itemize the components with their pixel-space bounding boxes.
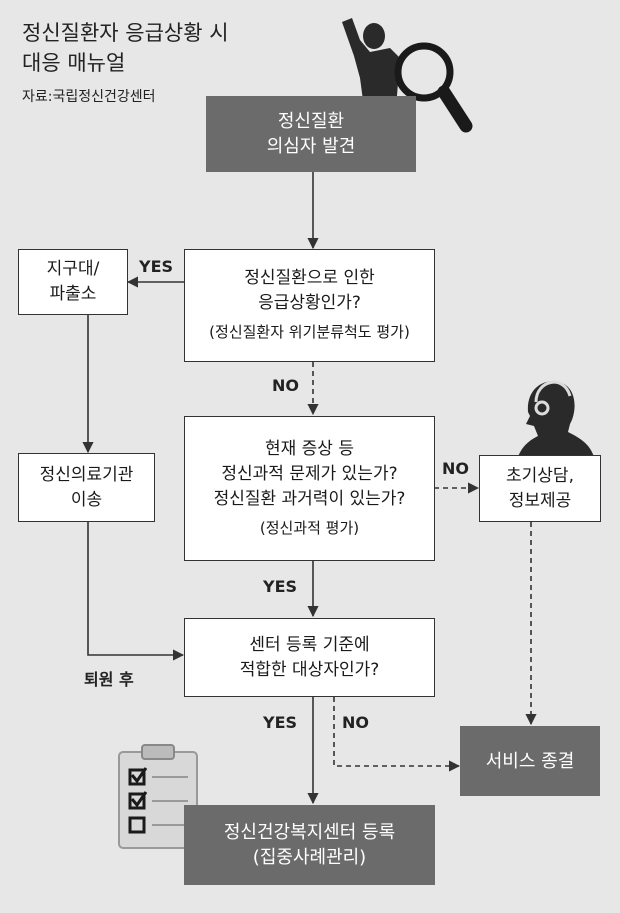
box-suspect-line-2: 의심자 발견 — [266, 136, 356, 157]
box-register-line-2: (집중사례관리) — [252, 847, 367, 868]
center-question-line-1: 센터 등록 기준에 — [249, 634, 370, 655]
box-end-service-label: 서비스 종결 — [485, 750, 575, 772]
emergency-question-line-2: 응급상황인가? — [258, 293, 361, 313]
box-end-service: 서비스 종결 — [460, 726, 600, 796]
box-police-line-2: 파출소 — [49, 284, 97, 304]
box-police: 지구대/ 파출소 — [18, 249, 128, 315]
edge-hospital-to-center — [87, 522, 185, 661]
box-hospital-line-2: 이송 — [70, 489, 103, 510]
box-emergency-question: 정신질환으로 인한 응급상황인가? (정신질환자 위기분류척도 평가) — [184, 249, 435, 362]
box-counsel-line-2: 정보제공 — [508, 490, 572, 511]
magnifier-icon — [394, 42, 473, 133]
box-hospital: 정신의료기관 이송 — [18, 453, 155, 522]
box-police-line-1: 지구대/ — [46, 259, 100, 279]
box-symptom-question: 현재 증상 등 정신과적 문제가 있는가? 정신질환 과거력이 있는가? (정신… — [184, 416, 435, 561]
title: 정신질환자 응급상황 시 대응 매뉴얼 — [22, 18, 229, 78]
emergency-question-line-1: 정신질환으로 인한 — [244, 268, 375, 288]
box-register: 정신건강복지센터 등록 (집중사례관리) — [184, 805, 435, 885]
symptom-question-line-1: 현재 증상 등 — [264, 438, 354, 459]
box-register-line-1: 정신건강복지센터 등록 — [223, 822, 396, 843]
title-line-2: 대응 매뉴얼 — [22, 51, 126, 75]
edge-center-to-end — [333, 697, 461, 772]
label-yes-register: YES — [263, 713, 298, 732]
label-yes-center: YES — [263, 577, 298, 596]
label-yes-police: YES — [139, 257, 174, 276]
symptom-question-line-3: 정신질환 과거력이 있는가? — [213, 488, 406, 509]
box-center-question: 센터 등록 기준에 적합한 대상자인가? — [184, 618, 435, 697]
headset-person-icon — [518, 380, 594, 457]
label-no-symptom: NO — [272, 376, 299, 395]
label-no-counsel: NO — [442, 459, 469, 478]
center-question-line-2: 적합한 대상자인가? — [239, 659, 380, 680]
box-suspect-line-1: 정신질환 — [277, 111, 345, 132]
box-suspect: 정신질환 의심자 발견 — [206, 96, 416, 172]
label-no-end: NO — [342, 713, 369, 732]
symptom-question-note: (정신과적 평가) — [259, 518, 360, 537]
box-counsel: 초기상담, 정보제공 — [479, 455, 601, 522]
source-label: 자료:국립정신건강센터 — [22, 89, 156, 105]
box-hospital-line-1: 정신의료기관 — [39, 464, 134, 485]
symptom-question-line-2: 정신과적 문제가 있는가? — [221, 463, 398, 484]
emergency-question-note: (정신질환자 위기분류척도 평가) — [209, 323, 410, 341]
clipboard-checklist-icon — [118, 744, 198, 849]
label-discharge: 퇴원 후 — [84, 670, 134, 689]
box-counsel-line-1: 초기상담, — [506, 465, 574, 486]
title-line-1: 정신질환자 응급상황 시 — [22, 21, 229, 45]
